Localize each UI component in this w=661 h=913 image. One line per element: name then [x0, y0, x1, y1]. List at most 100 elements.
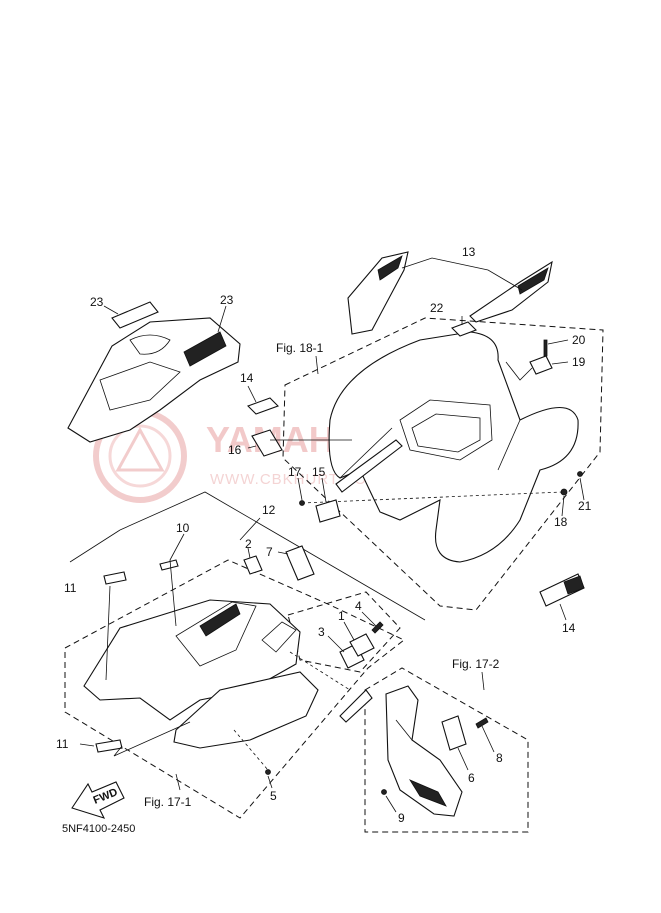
bolt-20 — [543, 339, 548, 357]
leader-3 — [327, 635, 345, 653]
plate-3 — [349, 633, 375, 657]
fwd-arrow: FWD — [71, 781, 125, 819]
leader-fig-17-1 — [175, 773, 181, 791]
leader-17 — [297, 477, 303, 501]
fig-18-1-label: Fig. 18-1 — [276, 341, 324, 355]
fig-17-2-boundary — [364, 667, 529, 833]
fig-17-2-label: Fig. 17-2 — [452, 657, 500, 671]
leader-10 — [169, 533, 185, 627]
callout-16: 16 — [228, 443, 242, 457]
leader-12 — [239, 517, 261, 541]
leader-11-lower-to-fender — [113, 721, 191, 757]
front-fender-group-boundary — [64, 559, 405, 819]
callout-20: 20 — [572, 333, 586, 347]
fig-18-1-boundary — [282, 317, 604, 611]
leader-14-lower — [559, 603, 567, 621]
decal-2 — [243, 555, 263, 575]
screw-9 — [381, 789, 387, 795]
decal-10 — [159, 559, 179, 571]
bolt-8 — [475, 717, 489, 729]
leader-16 — [247, 445, 257, 449]
decal-22 — [451, 321, 477, 337]
leader-8 — [481, 725, 495, 753]
rivet-21 — [577, 471, 583, 477]
leader-20 — [547, 339, 569, 345]
leader-18-axis — [301, 491, 563, 504]
callout-2: 2 — [245, 537, 252, 551]
leader-fig-18-1-right — [505, 361, 533, 381]
leader-18 — [561, 495, 565, 517]
leader-11-upper — [105, 585, 111, 681]
callout-13: 13 — [462, 245, 476, 259]
callout-14-upper: 14 — [240, 371, 254, 385]
emblem-14-lower — [539, 573, 585, 607]
callout-8: 8 — [496, 751, 503, 765]
leader-fig-18-1 — [315, 355, 319, 375]
decal-16 — [251, 429, 283, 457]
leader-15 — [321, 477, 327, 503]
callout-15: 15 — [312, 465, 326, 479]
callout-6: 6 — [468, 771, 475, 785]
callout-3: 3 — [318, 625, 325, 639]
side-cover-right — [469, 260, 553, 323]
leader-11-lower — [79, 743, 95, 747]
leader-13 — [401, 257, 523, 291]
leader-9 — [385, 795, 397, 813]
diagram-code: 5NF4100-2450 — [62, 823, 135, 835]
plate-19 — [529, 355, 553, 375]
plate-15 — [315, 499, 341, 523]
leader-23-left — [103, 305, 119, 315]
callout-21: 21 — [578, 499, 592, 513]
callout-23-left: 23 — [90, 295, 104, 309]
mud-guard — [385, 685, 463, 817]
front-fender-subgroup-boundary — [287, 591, 401, 673]
front-fender-flap — [339, 689, 373, 723]
callout-11-lower: 11 — [56, 737, 69, 751]
decal-14-upper — [247, 397, 279, 415]
leader-5-axis — [233, 729, 269, 771]
screw-17 — [299, 500, 305, 506]
callout-18: 18 — [554, 515, 568, 529]
leader-14-upper — [247, 385, 257, 403]
screw-5 — [265, 769, 271, 775]
decal-7 — [285, 545, 315, 581]
callout-10: 10 — [176, 521, 190, 535]
rear-fender — [328, 331, 579, 563]
emblem-11-upper — [103, 571, 127, 585]
leader-4 — [361, 611, 377, 627]
leader-5 — [267, 775, 273, 789]
callout-12: 12 — [262, 503, 276, 517]
callout-19: 19 — [572, 355, 586, 369]
callout-5: 5 — [270, 789, 277, 803]
callout-4: 4 — [355, 599, 362, 613]
leader-1 — [343, 621, 355, 641]
callout-1: 1 — [338, 609, 345, 623]
callout-labels: 1 2 3 4 5 6 7 8 9 10 11 11 12 13 14 14 1… — [56, 245, 592, 825]
callout-9: 9 — [398, 811, 405, 825]
leader-7 — [277, 551, 289, 555]
side-cover-left — [347, 251, 409, 335]
rear-fender-rack-bar — [335, 439, 403, 493]
front-fender-outer-line — [119, 491, 426, 621]
bolt-4 — [371, 621, 384, 634]
leader-2 — [247, 547, 251, 559]
callout-22: 22 — [430, 301, 444, 315]
callout-14-lower: 14 — [562, 621, 576, 635]
fuel-tank-cover — [67, 317, 241, 443]
callout-23-right: 23 — [220, 293, 234, 307]
front-fender-line-left — [69, 529, 121, 563]
callout-11-upper: 11 — [64, 581, 77, 595]
leader-19 — [551, 361, 569, 365]
plate-6 — [441, 715, 467, 751]
callout-7: 7 — [266, 545, 273, 559]
emblem-11-lower — [95, 739, 123, 753]
decal-23-left — [111, 301, 159, 329]
fig-17-1-label: Fig. 17-1 — [144, 795, 192, 809]
front-fender — [83, 599, 319, 749]
leader-fig-17-2 — [481, 671, 485, 691]
callout-17: 17 — [288, 465, 302, 479]
leader-21 — [579, 477, 585, 501]
leader-6 — [457, 747, 469, 771]
leader-23-right — [217, 305, 227, 333]
